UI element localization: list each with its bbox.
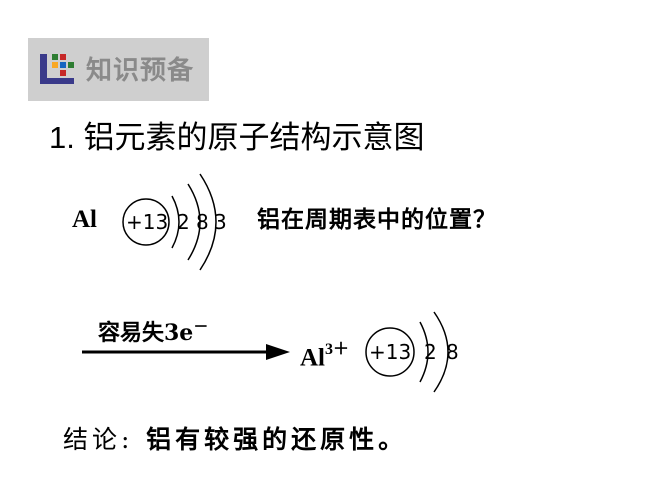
ion-nucleus-circle bbox=[365, 327, 415, 377]
ion-diagram: +13 2 8 bbox=[365, 311, 459, 393]
ion-nucleus-text: +13 bbox=[369, 340, 411, 364]
ion-shell-1-count: 2 bbox=[424, 340, 437, 364]
ion-charge: 3＋ bbox=[325, 341, 350, 358]
atom-shell-2-count: 8 bbox=[196, 210, 209, 234]
grid-logo-icon bbox=[40, 54, 74, 84]
page-heading: 1. 铝元素的原子结构示意图 bbox=[49, 120, 425, 155]
atom-shell-3-count: 3 bbox=[214, 210, 227, 234]
atom-shell-3 bbox=[199, 173, 217, 271]
conclusion-text: 铝有较强的还原性。 bbox=[146, 425, 408, 454]
atom-diagram: +13 2 8 3 bbox=[122, 173, 227, 271]
position-question: 铝在周期表中的位置？ bbox=[257, 206, 497, 233]
section-banner: 知识预备 bbox=[28, 38, 209, 101]
right-arrow-icon bbox=[82, 344, 290, 360]
atom-nucleus-text: +13 bbox=[126, 210, 168, 234]
atom-shell-2 bbox=[187, 183, 201, 261]
reaction-text: 容易失3e bbox=[98, 320, 194, 346]
banner-title: 知识预备 bbox=[86, 56, 195, 86]
ion-shell-2 bbox=[433, 311, 449, 393]
ion-label: Al3＋ bbox=[300, 337, 349, 372]
conclusion: 结论: 铝有较强的还原性。 bbox=[63, 420, 407, 456]
conclusion-label: 结论: bbox=[63, 425, 134, 454]
atom-symbol: Al bbox=[72, 206, 97, 233]
atom-shell-1-count: 2 bbox=[177, 210, 190, 234]
reaction-label: 容易失3e－ bbox=[98, 315, 208, 347]
ion-shell-1 bbox=[419, 321, 429, 383]
ion-shell-2-count: 8 bbox=[446, 340, 459, 364]
ion-symbol: Al bbox=[300, 344, 325, 372]
atom-shell-1 bbox=[171, 195, 180, 249]
reaction-sup: － bbox=[193, 317, 209, 336]
atom-nucleus-circle bbox=[122, 198, 170, 246]
